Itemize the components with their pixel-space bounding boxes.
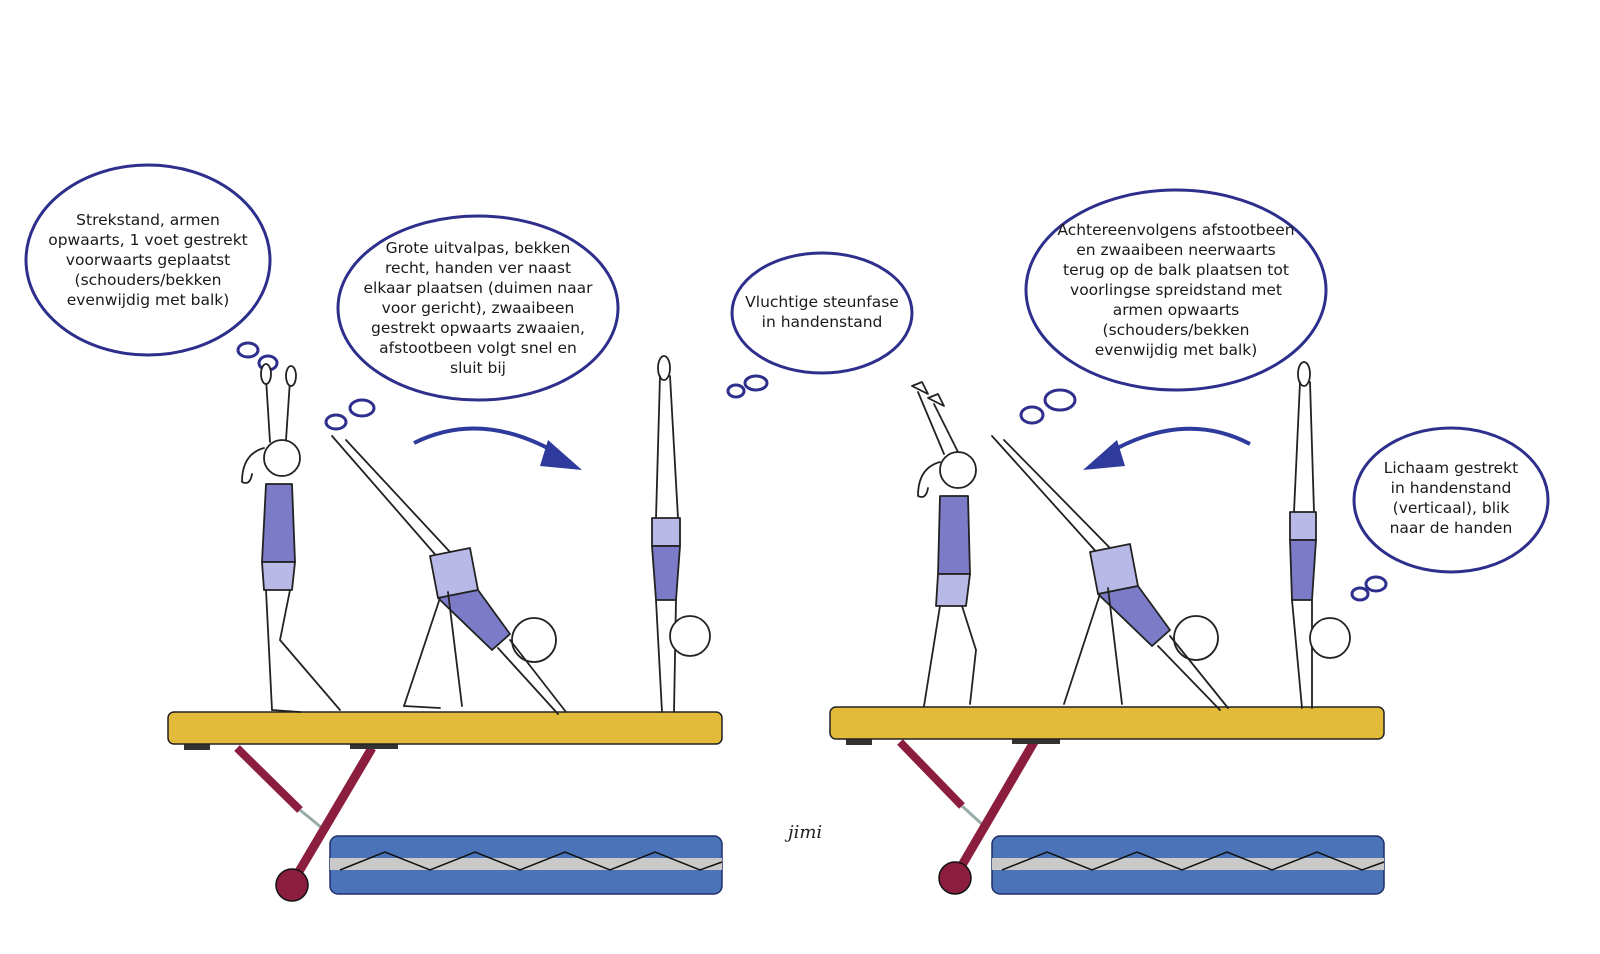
thought-bubble-steunfase	[726, 251, 914, 399]
artist-signature: jimi	[788, 822, 823, 843]
gymnast-figure-lunge-left	[331, 435, 567, 715]
bubble-text-uitvalpas: Grote uitvalpas, bekken recht, handen ve…	[363, 239, 593, 377]
balance-beam-right	[829, 706, 1385, 895]
thought-bubble-uitvalpas	[324, 214, 620, 431]
bubble-text-steunfase: Vluchtige steunfase in handenstand	[745, 293, 899, 331]
beam-leg-left	[290, 745, 376, 883]
gymnast-figure-handstand-left	[651, 355, 711, 713]
beam-strut-left	[234, 745, 303, 813]
thought-bubble-lichaam	[1350, 426, 1550, 602]
balance-beam-left	[167, 711, 723, 902]
beam-strut-right	[897, 739, 965, 809]
beam-leg-right	[954, 739, 1038, 875]
beam-foot-left	[275, 868, 309, 902]
arrow-forward-icon	[413, 426, 582, 470]
beam-bar-right	[829, 706, 1385, 740]
gymnast-figure-handstand-right	[1289, 361, 1351, 709]
thought-bubble-strekstand	[24, 163, 279, 372]
landing-mat-right	[991, 835, 1385, 895]
beam-bar-left	[167, 711, 723, 745]
gymnast-figure-standing-right	[911, 381, 977, 707]
bubble-text-achtereenvolgens: Achtereenvolgens afstootbeen en zwaaibee…	[1057, 221, 1295, 359]
thought-bubble-achtereenvolgens	[1019, 188, 1328, 425]
gymnast-figure-standing-left	[241, 363, 341, 713]
bubble-text-strekstand: Strekstand, armen opwaarts, 1 voet gestr…	[48, 211, 248, 309]
gymnast-figure-lunge-right	[991, 435, 1229, 711]
arrow-backward-icon	[1083, 426, 1251, 470]
beam-foot-right	[938, 861, 972, 895]
landing-mat-left	[329, 835, 723, 895]
bubble-text-lichaam: Lichaam gestrekt in handenstand (vertica…	[1383, 459, 1519, 537]
